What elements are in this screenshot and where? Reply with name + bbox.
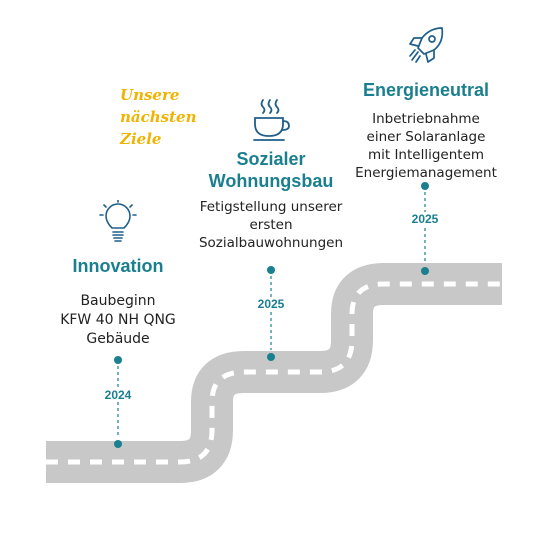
title-line: Sozialer (236, 149, 306, 169)
milestone-year-2025: 2025 (251, 297, 291, 311)
description-line: ersten (249, 217, 293, 233)
goals-heading-line: nächsten (120, 108, 197, 126)
goals-heading-line: Ziele (120, 130, 162, 148)
milestone-title-energieneutral: Energieneutral (362, 80, 490, 100)
milestone-description-sozialer-wohnungsbau: Fetigstellung unserer ersten Sozialbauwo… (186, 198, 356, 252)
road-surface (46, 263, 502, 483)
milestone-title-innovation: Innovation (72, 256, 164, 276)
milestone-title-sozialer-wohnungsbau: Sozialer Wohnungsbau (196, 148, 346, 192)
goals-heading: Unsere nächsten Ziele (120, 84, 230, 150)
milestone-description-innovation: Baubeginn KFW 40 NH QNG Gebäude (40, 292, 196, 349)
milestone-marker-2024 (114, 356, 122, 448)
description-line: Inbetriebnahme (372, 111, 480, 127)
description-line: mit Intelligentem (367, 147, 485, 163)
description-line: Energiemanagement (355, 165, 497, 181)
title-line: Wohnungsbau (208, 171, 334, 191)
description-line: einer Solaranlage (366, 129, 486, 145)
milestone-year-2024: 2024 (98, 388, 138, 402)
description-line: KFW 40 NH QNG (60, 312, 176, 328)
description-line: Gebäude (86, 331, 150, 347)
description-line: Sozialbauwohnungen (198, 235, 344, 251)
coffee-cup-icon (250, 98, 290, 144)
milestone-marker-2025-b (421, 182, 429, 275)
goals-heading-line: Unsere (120, 86, 180, 104)
lightbulb-icon (98, 200, 138, 246)
milestone-description-energieneutral: Inbetriebnahme einer Solaranlage mit Int… (346, 110, 506, 182)
rocket-icon (406, 26, 446, 68)
milestone-marker-2025-a (267, 266, 275, 361)
description-line: Fetigstellung unserer (199, 199, 343, 215)
milestone-year-2025: 2025 (405, 212, 445, 226)
description-line: Baubeginn (80, 293, 156, 309)
